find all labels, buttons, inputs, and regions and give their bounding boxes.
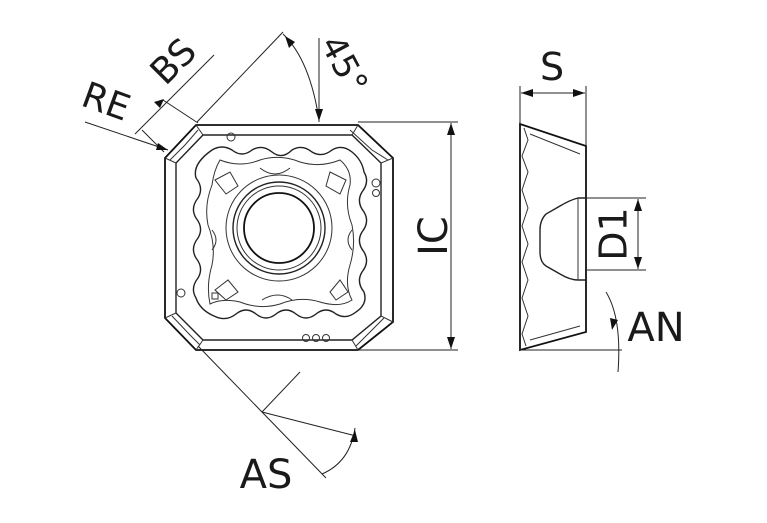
re-label: RE: [76, 75, 135, 130]
chip-breaker-lobes: [211, 167, 353, 301]
side-edge-detail: [521, 127, 529, 347]
as-dimension: [197, 345, 358, 479]
insert-front-view: [164, 124, 394, 351]
bs-label: BS: [143, 31, 205, 93]
s-dimension: [519, 86, 587, 146]
center-bore: [225, 174, 333, 282]
side-inner-line: [529, 133, 581, 341]
as-label: AS: [240, 452, 293, 498]
insert-side-view: [519, 122, 587, 352]
angle-45-dimension: [196, 31, 323, 123]
side-outline: [519, 122, 587, 352]
insert-inner-outline: [175, 134, 382, 341]
chip-breaker-inner: [206, 156, 355, 308]
side-bore-profile: [539, 197, 586, 281]
s-label: S: [540, 45, 564, 89]
ic-dimension: [358, 121, 458, 351]
small-holes: [176, 132, 381, 342]
d1-label: D1: [592, 207, 636, 260]
an-label: AN: [627, 305, 684, 351]
re-leader: [84, 121, 169, 151]
d1-dimension: [586, 197, 646, 271]
chip-breaker-groove: [192, 146, 368, 320]
ic-label: IC: [411, 216, 457, 256]
an-dimension: [520, 291, 622, 373]
angle-45-label: 45°: [312, 29, 376, 101]
corner-facets: [164, 124, 394, 351]
